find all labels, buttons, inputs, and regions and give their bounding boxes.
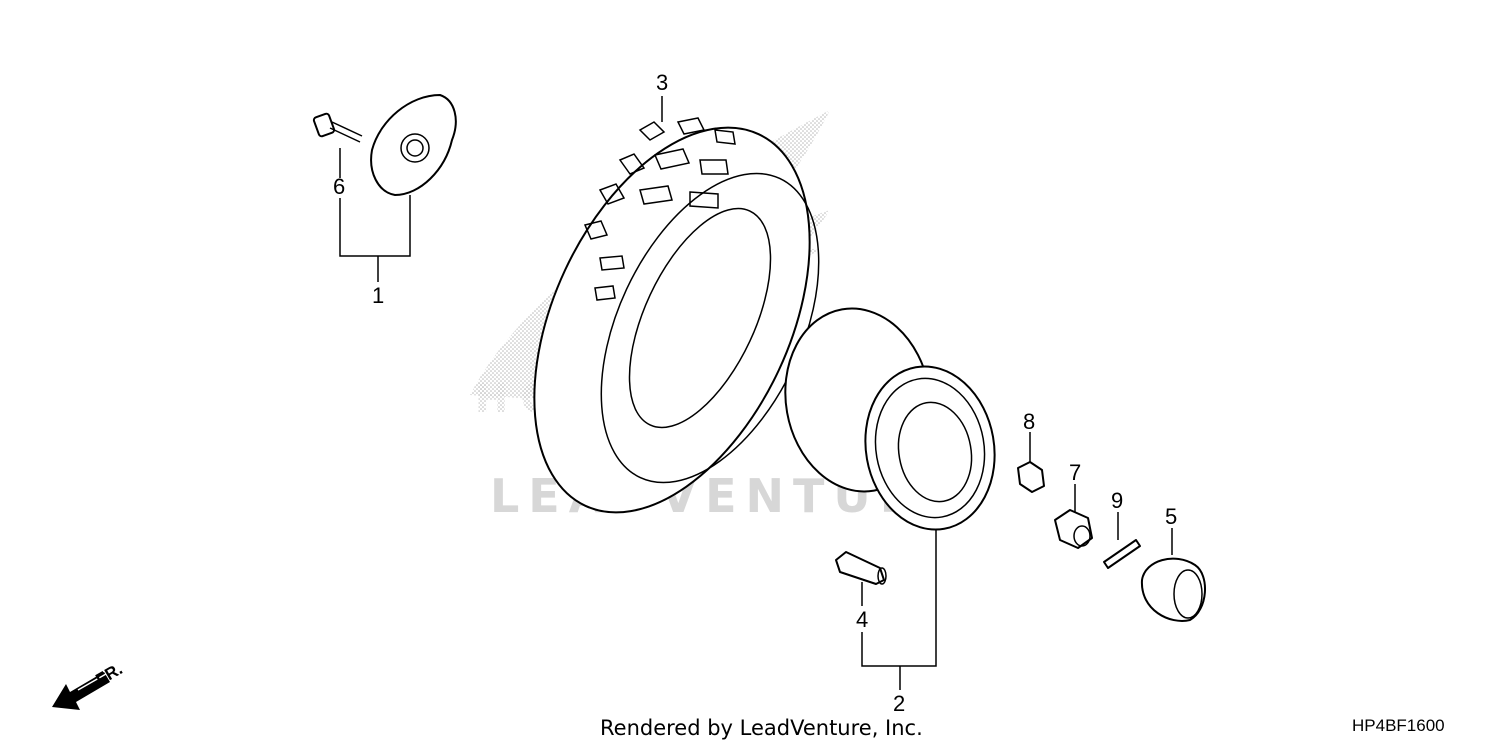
castle-nut-part-7 <box>1054 509 1093 549</box>
callout-3: 3 <box>656 70 668 95</box>
cotter-pin-part-9 <box>1103 539 1141 569</box>
callout-8: 8 <box>1023 409 1035 434</box>
bolt-part-6 <box>312 112 363 143</box>
front-direction-arrow-icon: FR. <box>52 659 126 710</box>
cap-part-5 <box>1140 557 1207 622</box>
rim-part-2 <box>784 307 996 531</box>
hub-part-1 <box>370 94 457 196</box>
callout-9: 9 <box>1111 488 1123 513</box>
callout-4: 4 <box>856 607 868 632</box>
callout-6: 6 <box>333 174 345 199</box>
tire-part-3 <box>533 117 820 514</box>
callout-1: 1 <box>372 283 384 308</box>
diagram-code: HP4BF1600 <box>1352 716 1445 735</box>
nut-part-8 <box>1017 461 1045 493</box>
callout-2: 2 <box>893 691 905 716</box>
callouts: 1 2 3 4 5 6 7 8 9 <box>333 70 1177 716</box>
callout-5: 5 <box>1165 504 1177 529</box>
valve-part-4 <box>835 551 887 585</box>
leader-lines <box>339 96 1173 690</box>
callout-7: 7 <box>1069 460 1081 485</box>
footer-credit: Rendered by LeadVenture, Inc. <box>600 716 923 740</box>
